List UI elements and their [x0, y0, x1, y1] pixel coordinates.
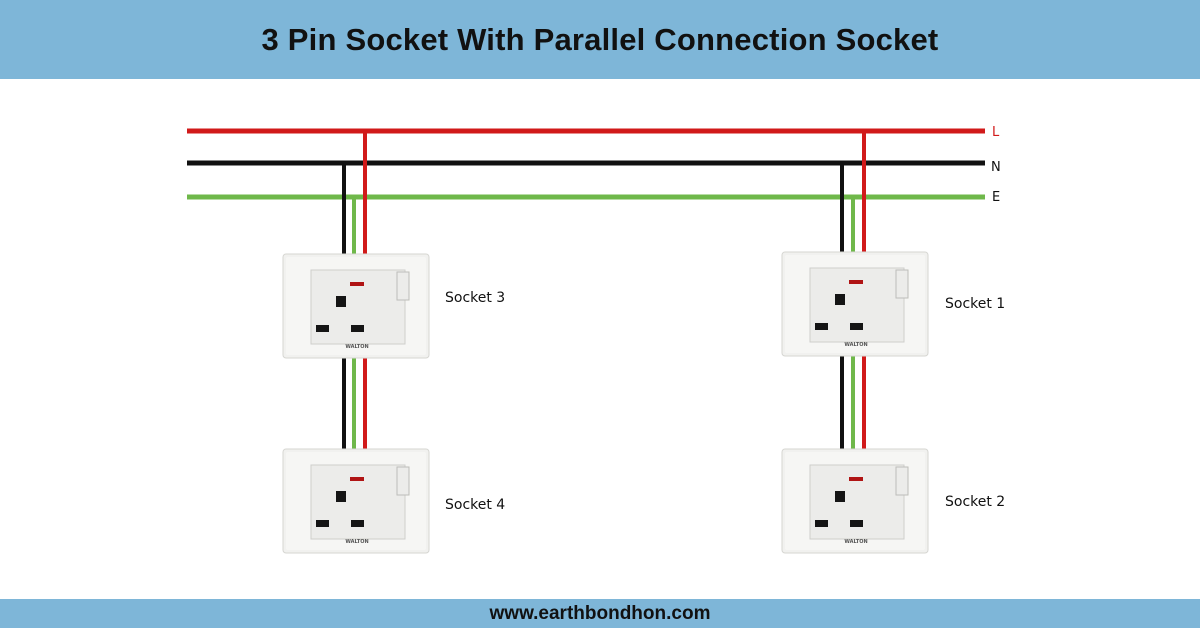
socket-4-label: Socket 4 [445, 497, 505, 513]
header-bar: 3 Pin Socket With Parallel Connection So… [0, 0, 1200, 79]
footer-bar: www.earthbondhon.com [0, 599, 1200, 628]
socket-2 [781, 448, 929, 554]
page-title: 3 Pin Socket With Parallel Connection So… [261, 21, 939, 57]
socket-4 [282, 448, 430, 554]
live-bus-label: L [992, 125, 1000, 140]
socket-2-label: Socket 2 [945, 494, 1005, 510]
socket-1-label: Socket 1 [945, 296, 1005, 312]
earth-bus-label: E [992, 190, 1000, 205]
neutral-bus-label: N [991, 160, 1001, 175]
socket-3-label: Socket 3 [445, 290, 505, 306]
socket-1 [781, 251, 929, 357]
website-url: www.earthbondhon.com [489, 602, 711, 624]
socket-3 [282, 253, 430, 359]
